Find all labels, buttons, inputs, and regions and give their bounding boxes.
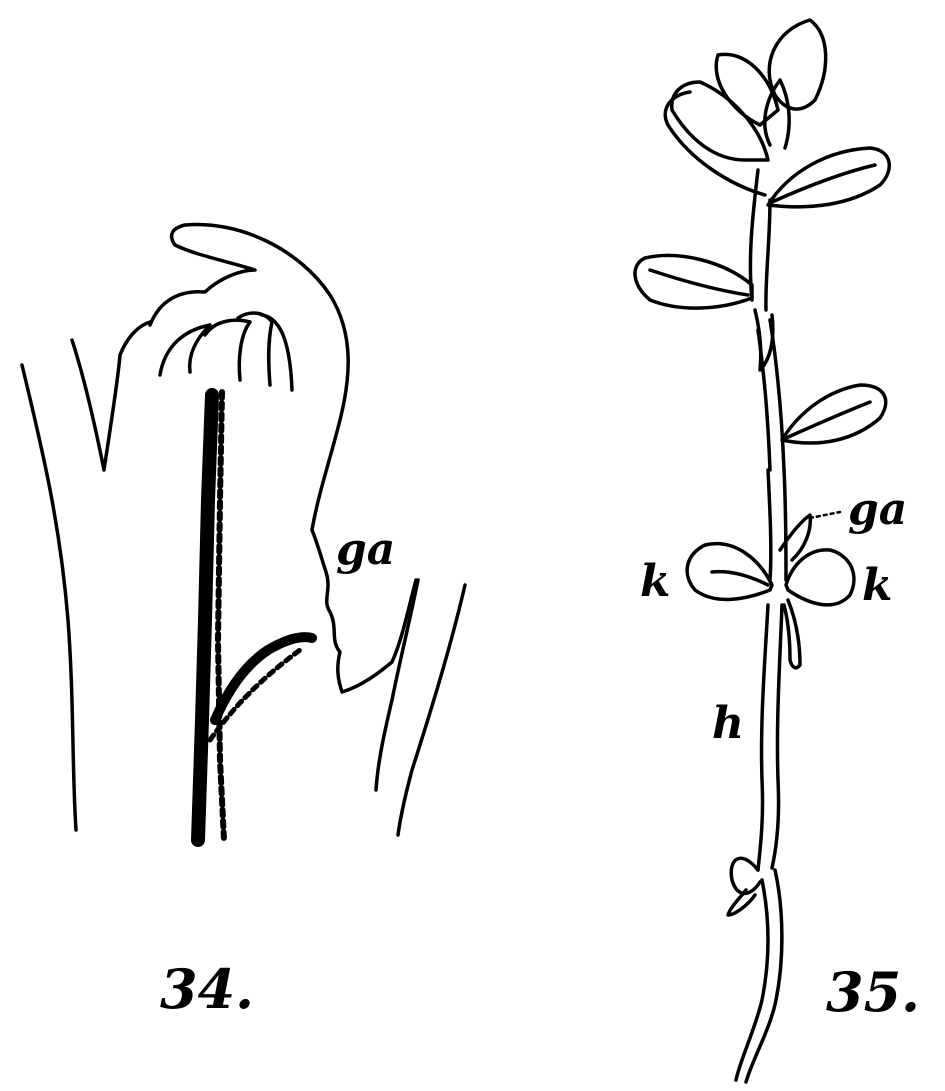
fig35-h-label: h [712, 702, 744, 746]
fig34-central-strand-hatch [218, 392, 224, 840]
fig35-stem-mid-right [770, 320, 784, 470]
fig35-stem-mid-left [758, 330, 770, 470]
fig35-number: 35. [826, 965, 920, 1019]
fig34-ga-label: ga [336, 528, 395, 572]
fig35-root-loop [731, 858, 760, 893]
figure-34-drawing [22, 224, 465, 840]
fig34-left-notch [72, 322, 150, 470]
fig34-primordium-2 [205, 320, 250, 380]
fig35-stem-lower-left [768, 470, 771, 580]
fig35-cotyledon-left-vein [712, 572, 768, 585]
fig35-top-inner-leaf [765, 80, 789, 148]
fig34-hood-leaf [150, 224, 348, 530]
fig35-top-leaf-1 [769, 20, 825, 109]
fig34-number: 34. [160, 962, 254, 1016]
fig35-stem-upper-right [766, 200, 770, 310]
fig34-primordium-3 [238, 313, 272, 385]
fig35-ga-leader [810, 512, 840, 518]
fig35-k-right-label: k [862, 564, 893, 608]
fig35-top-leaf-4 [665, 92, 765, 195]
fig35-root-side [728, 890, 755, 915]
fig34-left-outline [22, 365, 76, 830]
fig34-central-strand [198, 395, 212, 840]
fig34-primordium-4 [262, 315, 292, 390]
fig35-ga-label: ga [848, 488, 907, 532]
fig34-right-outline-1 [376, 580, 418, 790]
fig35-hypocotyl-left [758, 605, 768, 870]
figure-35-drawing [635, 20, 889, 1082]
fig34-primordium-1 [160, 325, 210, 375]
fig35-hypocotyl-right [772, 605, 782, 868]
fig35-k-left-label: k [640, 560, 671, 604]
fig35-drooping-appendage [784, 600, 800, 668]
fig35-stem-lower-right [784, 470, 786, 580]
